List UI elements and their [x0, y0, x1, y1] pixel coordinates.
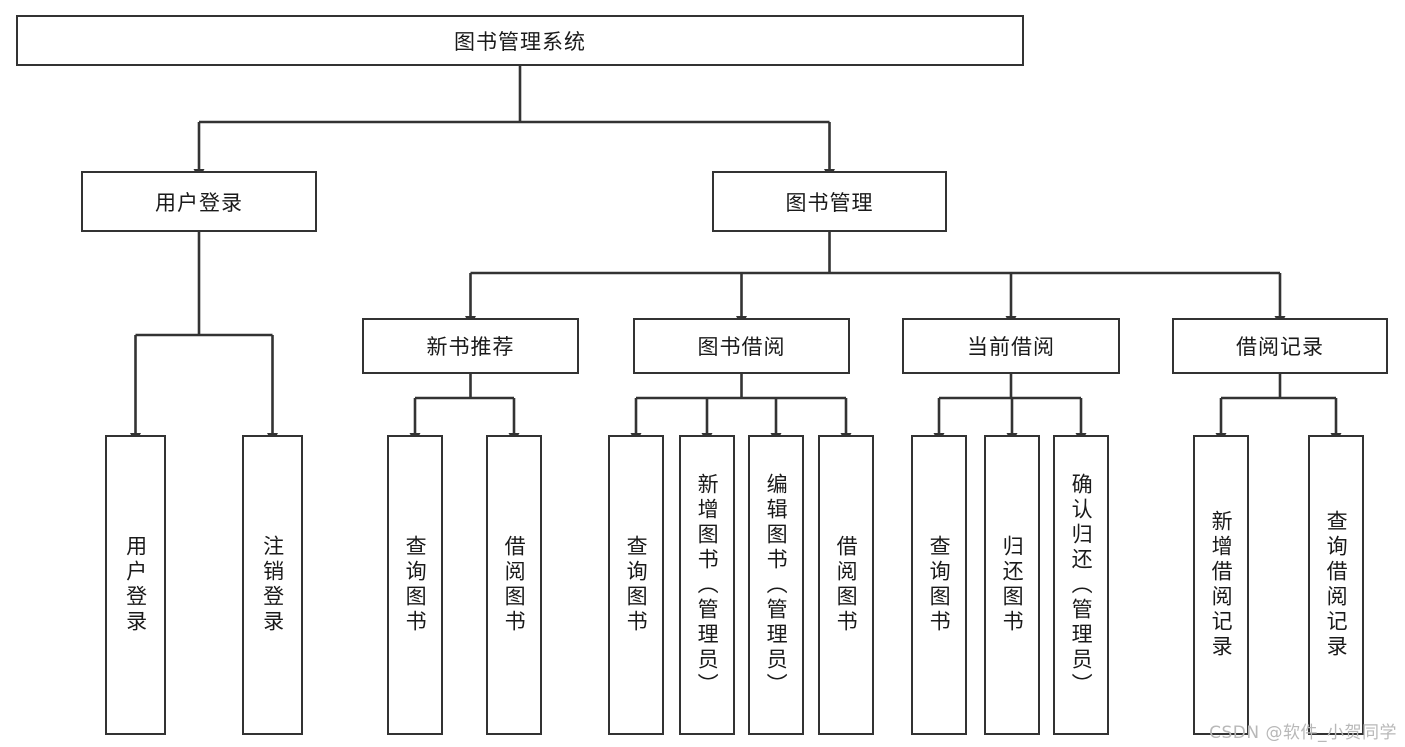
node-label: 用户登录 [123, 535, 148, 635]
node-user-login[interactable]: 用户登录 [81, 171, 317, 232]
node-new-book-recommend[interactable]: 新书推荐 [362, 318, 579, 374]
node-label: 注销登录 [260, 535, 285, 635]
node-label: 图书借阅 [697, 335, 786, 359]
node-leaf-user-login[interactable]: 用户登录 [105, 435, 166, 735]
node-label: 查询图书 [403, 535, 428, 635]
node-label: 借阅记录 [1236, 335, 1324, 359]
node-label: 新增借阅记录 [1209, 510, 1234, 660]
node-label: 用户登录 [155, 190, 243, 215]
node-leaf-borrow-book-rec[interactable]: 借阅图书 [486, 435, 542, 735]
node-label: 归还图书 [1000, 535, 1025, 635]
node-leaf-query-record[interactable]: 查询借阅记录 [1308, 435, 1364, 735]
node-label: 图书管理系统 [454, 29, 586, 54]
node-book-manage[interactable]: 图书管理 [712, 171, 947, 232]
node-leaf-query-book-cur[interactable]: 查询图书 [911, 435, 967, 735]
node-label: 查询图书 [624, 535, 649, 635]
node-leaf-borrow-book[interactable]: 借阅图书 [818, 435, 874, 735]
node-leaf-query-book-rec[interactable]: 查询图书 [387, 435, 443, 735]
node-current-borrow[interactable]: 当前借阅 [902, 318, 1120, 374]
node-label: 当前借阅 [967, 335, 1055, 359]
node-label: 借阅图书 [502, 535, 527, 635]
csdn-watermark: CSDN @软件_小贺同学 [1209, 723, 1397, 743]
node-leaf-edit-book[interactable]: 编辑图书（管理员） [748, 435, 804, 735]
node-borrow-record[interactable]: 借阅记录 [1172, 318, 1388, 374]
node-leaf-return-book[interactable]: 归还图书 [984, 435, 1040, 735]
node-leaf-logout[interactable]: 注销登录 [242, 435, 303, 735]
node-label: 查询借阅记录 [1324, 510, 1349, 660]
node-label: 确认归还（管理员） [1069, 472, 1094, 698]
node-label: 借阅图书 [834, 535, 859, 635]
node-book-borrow[interactable]: 图书借阅 [633, 318, 850, 374]
node-root[interactable]: 图书管理系统 [16, 15, 1024, 66]
node-label: 查询图书 [927, 535, 952, 635]
node-label: 编辑图书（管理员） [764, 472, 789, 698]
node-leaf-confirm-return[interactable]: 确认归还（管理员） [1053, 435, 1109, 735]
node-label: 新书推荐 [426, 335, 515, 359]
node-leaf-query-book-borrow[interactable]: 查询图书 [608, 435, 664, 735]
node-label: 图书管理 [785, 190, 874, 215]
node-label: 新增图书（管理员） [695, 472, 720, 698]
node-leaf-add-book[interactable]: 新增图书（管理员） [679, 435, 735, 735]
node-leaf-add-record[interactable]: 新增借阅记录 [1193, 435, 1249, 735]
